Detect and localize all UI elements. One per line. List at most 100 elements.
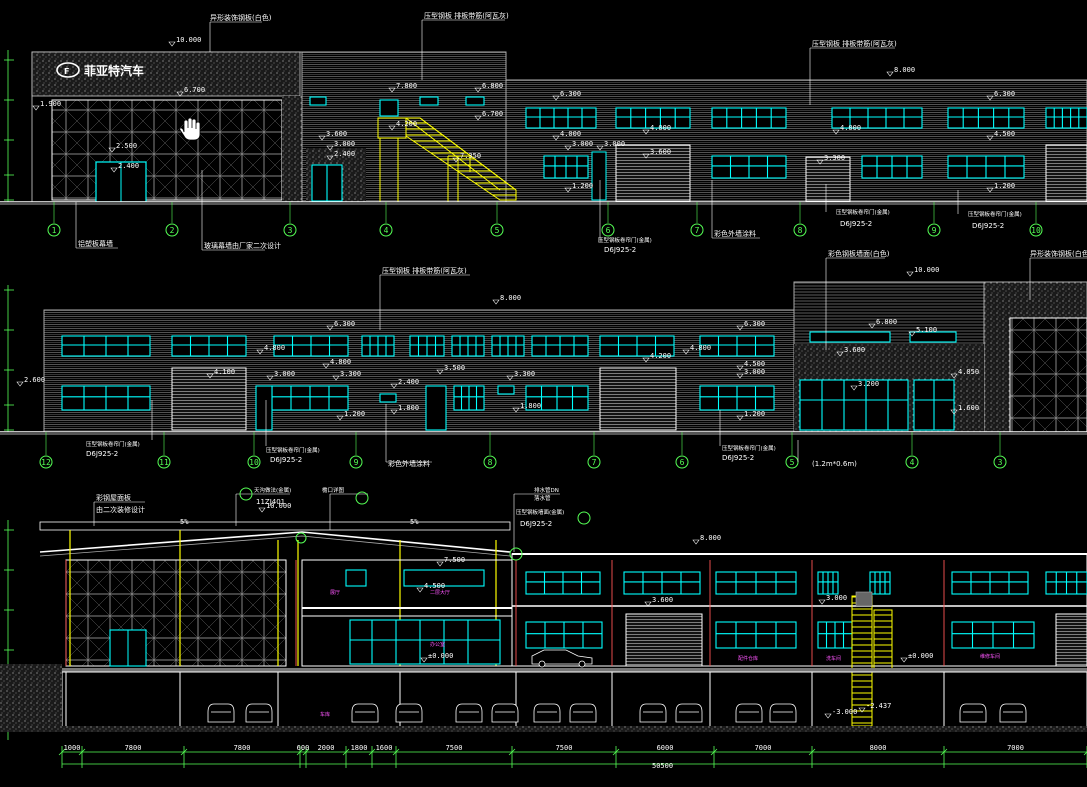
level-mark: 5.100 [916, 326, 937, 334]
note-wall-code: D6J925-2 [520, 520, 552, 528]
axis-label: 10 [249, 458, 259, 467]
level-mark: 1.900 [40, 100, 61, 108]
level-mark: 4.800 [690, 344, 711, 352]
dimension-text: 7500 [446, 744, 463, 752]
level-mark: 4.100 [214, 368, 235, 376]
note-door-ref-c: 压型钢板卷帘门(金属) [968, 210, 1022, 218]
level-mark: -2.437 [866, 702, 891, 710]
hand-cursor-icon [179, 117, 201, 141]
parked-car-icon [455, 703, 483, 723]
level-mark: 7.350 [460, 152, 481, 160]
axis-label: 2 [170, 226, 175, 235]
level-mark: 1.200 [744, 410, 765, 418]
level-mark: 1.200 [572, 182, 593, 190]
parked-car-icon [639, 703, 667, 723]
level-mark: 4.200 [650, 352, 671, 360]
axis-bubble [587, 455, 601, 469]
room-tag: 展厅 [330, 590, 340, 596]
axis-bubble [165, 223, 179, 237]
level-mark: 6.700 [482, 110, 503, 118]
axis-bubble [157, 455, 171, 469]
axis-bubble [349, 455, 363, 469]
level-mark: 8.000 [894, 66, 915, 74]
level-mark: 6.800 [482, 82, 503, 90]
axis-label: 1 [52, 226, 57, 235]
axis-bubble [379, 223, 393, 237]
parked-car-icon [395, 703, 423, 723]
note-roof-panel-right: 压型钢板 排板带筋(阿瓦灰) [812, 39, 897, 48]
axis-label: 5 [790, 458, 795, 467]
level-mark: 2.400 [118, 162, 139, 170]
level-mark: 7.500 [444, 556, 465, 564]
logo-text: 菲亚特汽车 [84, 63, 144, 78]
parked-car-icon [999, 703, 1027, 723]
level-mark: 4.500 [424, 582, 445, 590]
level-mark: 8.000 [500, 294, 521, 302]
level-mark: 4.200 [396, 120, 417, 128]
level-mark: 4.050 [958, 368, 979, 376]
parked-car-icon [491, 703, 519, 723]
level-mark: 3.000 [744, 368, 765, 376]
note-color-door: 彩色外墙涂料 [714, 229, 756, 238]
axis-label: 9 [932, 226, 937, 235]
level-mark: 2.400 [334, 150, 355, 158]
note-door-ref-b-code: D6J925-2 [840, 220, 872, 228]
dimension-text: 7500 [556, 744, 573, 752]
axis-label: 5 [495, 226, 500, 235]
dimension-text: 7800 [234, 744, 251, 752]
note-drain-2: 落水管 [534, 494, 551, 502]
level-mark: 6.700 [184, 86, 205, 94]
note-door-ref-a-code-2: D6J925-2 [86, 450, 118, 458]
parked-car-icon [769, 703, 797, 723]
dimension-text: 7000 [1007, 744, 1024, 752]
svg-text:F: F [64, 67, 69, 76]
axis-label: 12 [41, 458, 51, 467]
level-mark: 1.200 [344, 410, 365, 418]
note-glass: 玻璃幕墙由厂家二次设计 [204, 241, 281, 250]
axis-bubble [675, 455, 689, 469]
level-mark: 3.600 [650, 148, 671, 156]
level-mark: 4.000 [560, 130, 581, 138]
level-mark: 6.300 [744, 320, 765, 328]
dimension-text: 1600 [376, 744, 393, 752]
axis-bubble [1029, 223, 1043, 237]
axis-label: 10 [1031, 226, 1041, 235]
level-mark: 3.300 [340, 370, 361, 378]
note-facade-top: 异形装饰钢板(白色) [210, 13, 272, 22]
note-roof-2: 由二次装修设计 [96, 505, 145, 514]
dimension-text: 2000 [318, 744, 335, 752]
axis-label: 8 [488, 458, 493, 467]
note-door-ref-b: 压型钢板卷帘门(金属) [836, 208, 890, 216]
note-door-ref-a: 压型钢板卷帘门(金属) [598, 236, 652, 244]
parked-car-icon [569, 703, 597, 723]
level-mark: 4.800 [330, 358, 351, 366]
level-mark: -3.000 [832, 708, 857, 716]
parked-car-icon [735, 703, 763, 723]
note-roof-panel-2: 压型钢板 排板带筋(阿瓦灰) [382, 266, 467, 275]
parked-car-icon [959, 703, 987, 723]
level-mark: 3.000 [826, 594, 847, 602]
level-mark: 1.800 [398, 404, 419, 412]
level-mark: 4.800 [264, 344, 285, 352]
room-tag: 车库 [320, 711, 330, 718]
dimension-text: 8000 [870, 744, 887, 752]
level-mark: 3.000 [274, 370, 295, 378]
axis-bubble [927, 223, 941, 237]
note-door-ref-b-code-2: D6J925-2 [270, 456, 302, 464]
axis-label: 3 [288, 226, 293, 235]
axis-bubble [905, 455, 919, 469]
note-door-ref-size: (1.2m*0.6m) [812, 460, 857, 468]
room-tag: 维修车间 [980, 653, 1000, 660]
level-mark: 6.300 [334, 320, 355, 328]
dimension-text: 6000 [657, 744, 674, 752]
axis-bubble [283, 223, 297, 237]
note-roof-panel-mid: 压型钢板 排板带筋(阿瓦灰) [424, 11, 509, 20]
room-tag: 配件仓库 [738, 655, 758, 662]
level-mark: 3.300 [824, 154, 845, 162]
room-tag: 洗车间 [826, 655, 841, 662]
axis-label: 6 [680, 458, 685, 467]
brand-logo: F 菲亚特汽车 [56, 62, 144, 78]
level-mark: 3.500 [444, 364, 465, 372]
